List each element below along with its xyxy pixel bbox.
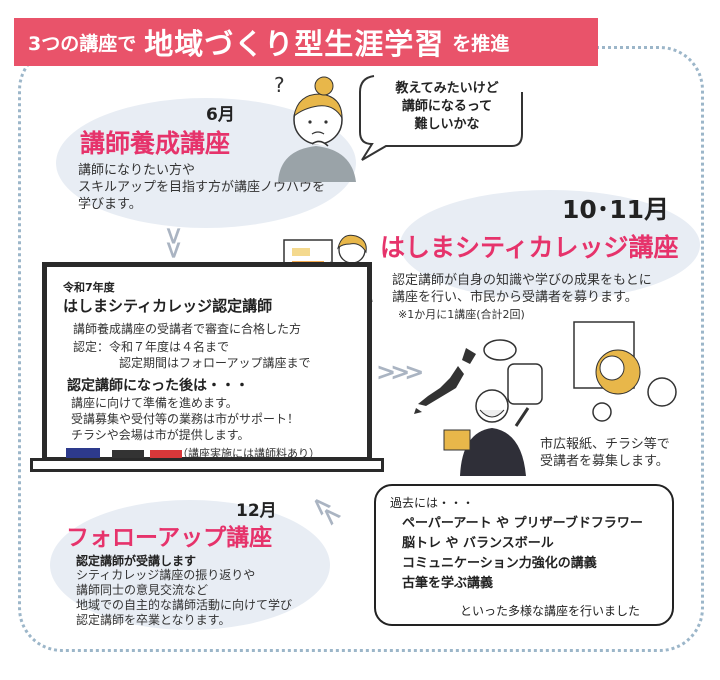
board-after-title: 認定講師になった後は・・・ bbox=[67, 378, 249, 394]
dec-desc: シティカレッジ講座の振り返りや 講師同士の意見交流など 地域での自主的な講師活動… bbox=[76, 568, 293, 627]
marker-red bbox=[150, 450, 182, 458]
board-line3: 認定期間はフォローアップ講座まで bbox=[119, 356, 311, 370]
dec-month: 12月 bbox=[236, 501, 277, 521]
board-year: 令和7年度 bbox=[63, 281, 115, 294]
june-desc: 講師になりたい方や スキルアップを目指す方が講座ノウハウを 学びます。 bbox=[78, 163, 326, 212]
oct-note: ※1か月に1講座(合計2回) bbox=[398, 308, 525, 321]
june-title: 講師養成講座 bbox=[80, 129, 231, 158]
svg-text:?: ? bbox=[274, 73, 285, 97]
speech-bubble bbox=[359, 75, 523, 161]
board-line1: 講師養成講座の受講者で審査に合格した方 bbox=[73, 322, 302, 336]
header-main: 地域づくり型生涯学習 bbox=[144, 27, 445, 61]
header-prefix: 3つの講座で bbox=[28, 32, 137, 55]
board-line2: 認定：令和７年度は４名まで bbox=[73, 340, 230, 354]
marker-black bbox=[112, 450, 144, 458]
board-title: はしまシティカレッジ認定講師 bbox=[63, 297, 273, 315]
bg-blob bbox=[400, 190, 700, 300]
dec-title: フォローアップ講座 bbox=[66, 525, 273, 551]
lecturer-icon bbox=[443, 389, 530, 476]
page-header: 3つの講座で 地域づくり型生涯学習 を推進 bbox=[14, 18, 598, 66]
june-month: 6月 bbox=[206, 105, 235, 125]
oct-desc: 認定講師が自身の知識や学びの成果をもとに 講座を行い、市民から受講者を募ります。 bbox=[392, 273, 652, 305]
oct-title: はしまシティカレッジ講座 bbox=[380, 233, 679, 262]
past-intro: 過去には・・・ bbox=[390, 496, 475, 510]
japan-map-icon bbox=[414, 348, 476, 414]
recruit-text: 市広報紙、チラシ等で 受講者を募集します。 bbox=[540, 437, 670, 469]
bg-blob bbox=[50, 500, 330, 630]
board-after-lines: 講座に向けて準備を進めます。 受講募集や受付等の業務は市がサポート！ チラシや会… bbox=[71, 396, 300, 442]
board-fee-note: （講座実施には講師料あり） bbox=[177, 447, 320, 460]
past-outro: といった多様な講座を行いました bbox=[460, 604, 641, 618]
header-suffix: を推進 bbox=[452, 32, 510, 55]
oct-month: 10･11月 bbox=[562, 195, 670, 224]
thinking-person-icon: ? bbox=[274, 73, 356, 182]
hobby-items-icon bbox=[483, 321, 677, 422]
board-ledge bbox=[30, 458, 384, 472]
chevron-right-icon: >>> bbox=[376, 358, 424, 386]
chevron-down-icon: >> bbox=[160, 225, 189, 255]
whiteboard: 令和7年度 はしまシティカレッジ認定講師 講師養成講座の受講者で審査に合格した方… bbox=[42, 262, 372, 462]
past-courses-box: 過去には・・・ ペーパーアート や プリザーブドフラワー 脳トレ や バランスボ… bbox=[374, 484, 674, 626]
marker-blue bbox=[66, 448, 100, 458]
past-items: ペーパーアート や プリザーブドフラワー 脳トレ や バランスボール コミュニケ… bbox=[402, 516, 643, 591]
dec-lead: 認定講師が受講します bbox=[76, 554, 197, 568]
speech-text: 教えてみたいけど 講師になるって 難しいかな bbox=[395, 81, 499, 132]
